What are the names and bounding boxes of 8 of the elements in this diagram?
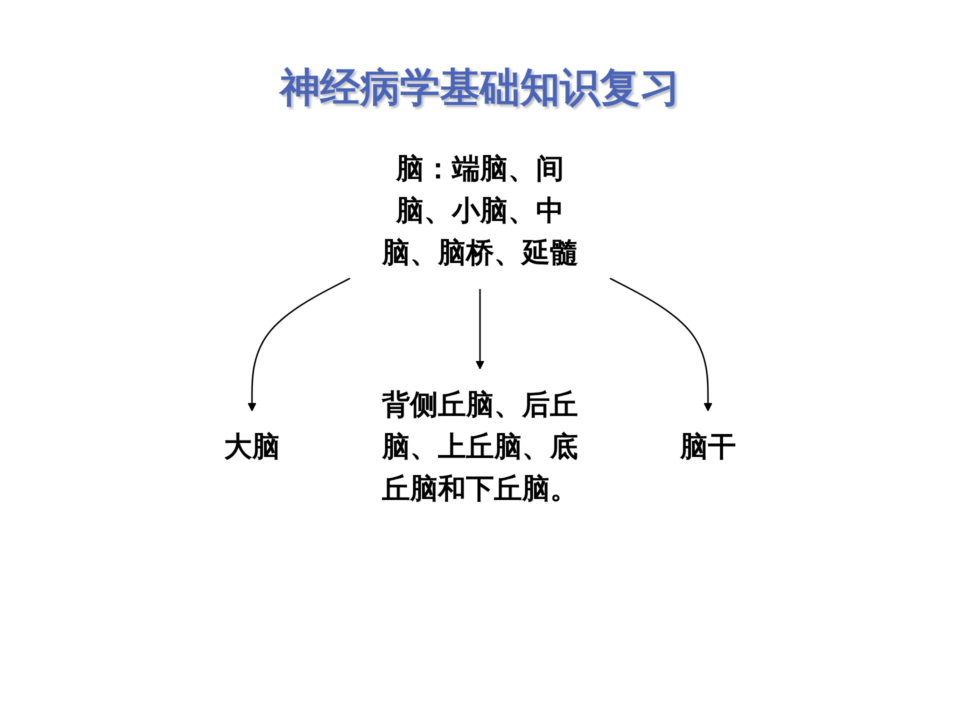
node-text: 大脑	[224, 430, 280, 463]
node-text: 脑干	[680, 430, 736, 463]
arrow	[476, 289, 484, 370]
arrow	[610, 278, 712, 412]
node-text: 脑：端脑、间脑、小脑、中脑、脑桥、延髓	[382, 152, 578, 269]
arrow	[248, 278, 350, 412]
slide-title: 神经病学基础知识复习	[278, 64, 681, 113]
node-text: 背侧丘脑、后丘脑、上丘脑、底丘脑和下丘脑。	[382, 388, 578, 505]
